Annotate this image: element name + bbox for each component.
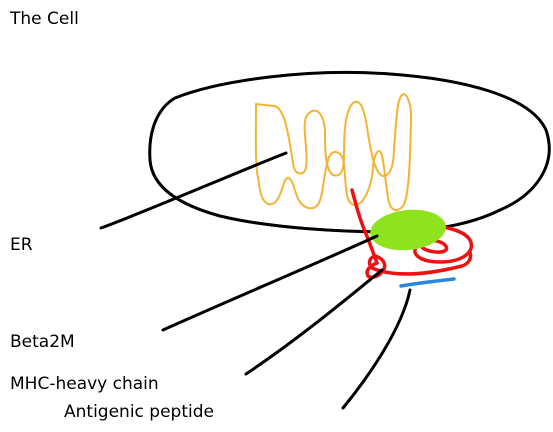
er-label: ER	[10, 237, 33, 254]
antigenic-peptide	[401, 279, 454, 286]
beta2m-pointer-line	[163, 236, 377, 330]
diagram-title: The Cell	[10, 11, 79, 28]
beta2m-label: Beta2M	[10, 334, 75, 351]
endoplasmic-reticulum	[256, 94, 411, 210]
mhc-heavy-chain-label: MHC-heavy chain	[10, 376, 159, 393]
antigenic-peptide-label: Antigenic peptide	[64, 404, 214, 421]
beta2m-domain	[368, 206, 448, 254]
cell-membrane	[150, 72, 549, 232]
antigenic-peptide-pointer-line	[343, 290, 410, 408]
er-pointer-line	[101, 153, 286, 228]
